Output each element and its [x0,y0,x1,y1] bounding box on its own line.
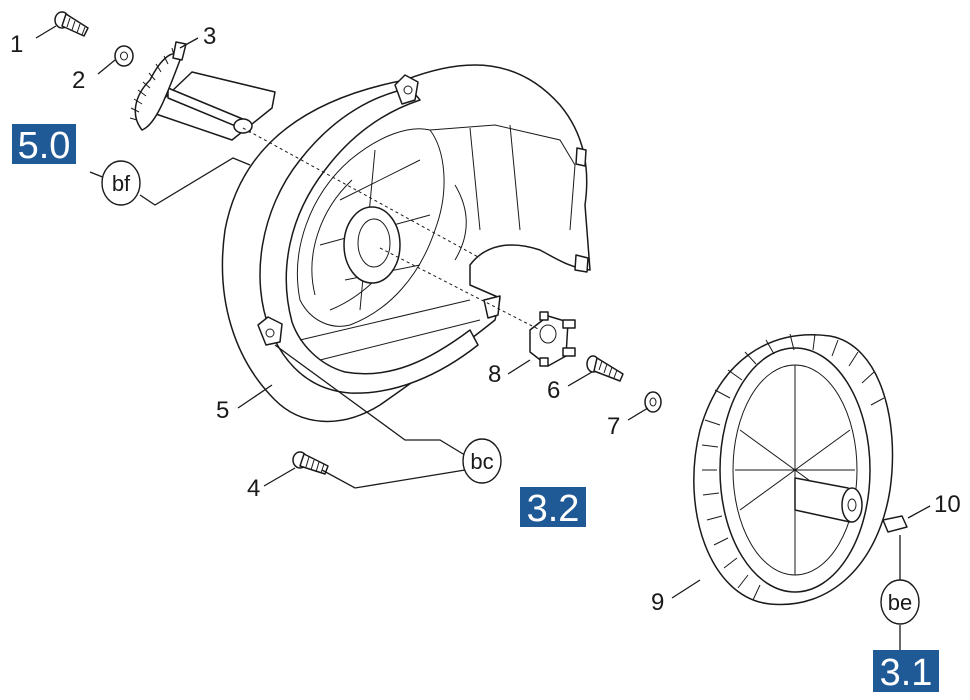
part-number-1: 1 [10,31,23,58]
washer-part-2 [114,45,134,67]
screw-part-1 [54,11,89,37]
tag-bc-label: bc [470,449,493,474]
part-number-6: 6 [547,377,560,404]
part-number-8: 8 [488,361,501,388]
fan-housing-part-5 [221,64,591,423]
reference-badge-3-1-label: 3.1 [880,652,933,694]
reference-badge-5-0[interactable]: 5.0 [12,124,76,167]
screw-part-6 [586,355,624,382]
reference-badge-5-0-label: 5.0 [18,125,71,167]
part-number-10: 10 [934,491,961,518]
part-number-4: 4 [247,475,260,502]
tag-bc: bc [462,438,502,484]
tag-bf: bf [101,160,141,206]
damper-flap-part-3 [129,41,276,141]
leader-lines [35,25,931,650]
impeller-part-9 [693,333,894,606]
tag-be: be [880,579,920,625]
tag-be-label: be [888,590,912,615]
reference-badge-3-2-label: 3.2 [527,488,580,530]
part-number-2: 2 [72,67,85,94]
key-part-10 [882,515,908,533]
part-number-5: 5 [216,397,229,424]
washer-part-7 [644,391,662,413]
part-number-7: 7 [607,413,620,440]
coupling-hub-part-8 [529,311,576,367]
screw-part-4 [292,451,329,475]
tag-bf-label: bf [112,171,131,196]
reference-badge-3-1[interactable]: 3.1 [873,650,939,694]
part-number-3: 3 [203,23,216,50]
part-numbers: 1 2 3 4 5 6 7 8 9 10 [10,23,961,616]
part-number-9: 9 [651,589,664,616]
reference-badge-3-2[interactable]: 3.2 [520,487,586,530]
